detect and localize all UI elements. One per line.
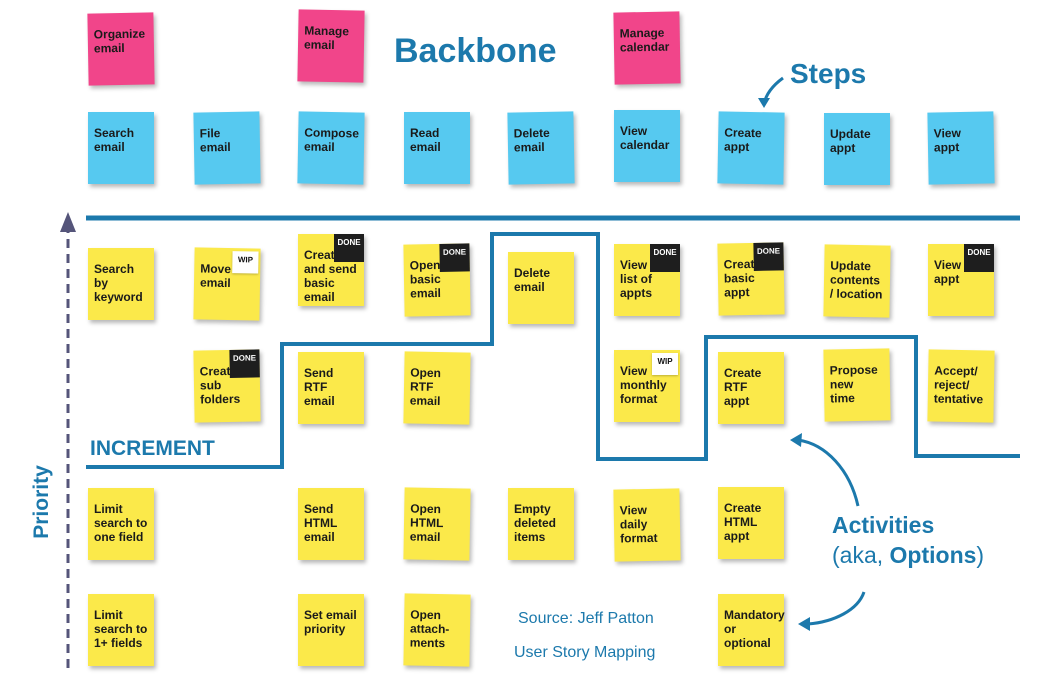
- sticky-note-search-by-keyword: Search by keyword: [88, 248, 154, 320]
- sticky-note-create-rtf-appt: Create RTF appt: [718, 352, 784, 424]
- sticky-note-open-html-email: Open HTML email: [403, 487, 471, 561]
- sticky-note-propose-new-time: Propose new time: [823, 348, 891, 422]
- sticky-note-text: Create HTML appt: [724, 501, 762, 543]
- wip-badge: WIP: [232, 251, 259, 274]
- sticky-note-set-email-priority: Set email priority: [298, 594, 364, 666]
- sticky-note-view-calendar: View calendar: [614, 110, 680, 182]
- sticky-note-manage-calendar: Manage calendar: [613, 11, 681, 85]
- sticky-note-open-attachments: Open attach- ments: [403, 593, 471, 667]
- sticky-note-text: Search by keyword: [94, 262, 143, 304]
- done-badge: DONE: [753, 242, 784, 271]
- sticky-note-open-rtf-email: Open RTF email: [403, 351, 471, 425]
- priority-arrowhead: [60, 212, 76, 232]
- sticky-note-search-email: Search email: [88, 112, 154, 184]
- priority-label: Priority: [30, 465, 53, 539]
- done-badge: DONE: [334, 234, 364, 262]
- sticky-note-text: Open basic email: [409, 257, 442, 301]
- sticky-note-text: View monthly format: [620, 364, 667, 406]
- sticky-note-text: Open RTF email: [409, 365, 442, 409]
- source-credit: Source: Jeff Patton: [518, 610, 654, 627]
- sticky-note-file-email: File email: [193, 111, 261, 185]
- sticky-note-organize-email: Organize email: [87, 12, 155, 86]
- sticky-note-empty-deleted-items: Empty deleted items: [508, 488, 574, 560]
- sticky-note-accept-reject-tentative: Accept/ reject/ tentative: [927, 349, 995, 423]
- sticky-note-text: Limit search to 1+ fields: [94, 608, 148, 650]
- sticky-note-text: Send HTML email: [304, 502, 338, 544]
- sticky-note-text: View list of appts: [620, 258, 653, 300]
- sticky-note-text: Limit search to one field: [94, 502, 148, 544]
- sticky-note-update-contents-location: Update contents / location: [823, 244, 891, 318]
- sticky-note-text: Open attach- ments: [409, 607, 450, 651]
- book-title: User Story Mapping: [514, 644, 656, 661]
- sticky-note-delete-email-task: Delete email: [508, 252, 574, 324]
- sticky-note-text: Accept/ reject/ tentative: [933, 363, 984, 407]
- sticky-note-text: Move email: [199, 261, 232, 291]
- steps-label: Steps: [790, 58, 867, 89]
- increment-label: INCREMENT: [90, 437, 215, 460]
- sticky-note-text: Delete email: [514, 266, 551, 294]
- sticky-note-text: Compose email: [303, 125, 360, 155]
- sticky-note-create-html-appt: Create HTML appt: [718, 487, 784, 559]
- sticky-note-text: Create and send basic email: [304, 248, 357, 304]
- sticky-note-text: Search email: [94, 126, 135, 154]
- sticky-note-text: View appt: [933, 126, 962, 155]
- sticky-note-text: Mandatory or optional: [724, 608, 785, 650]
- sticky-note-text: View calendar: [620, 124, 670, 152]
- sticky-note-text: View daily format: [619, 503, 658, 546]
- sticky-note-text: Open HTML email: [409, 501, 444, 545]
- sticky-note-send-rtf-email: Send RTF email: [298, 352, 364, 424]
- done-badge: DONE: [650, 244, 680, 272]
- sticky-note-text: View appt: [934, 258, 962, 286]
- sticky-note-text: Update appt: [830, 127, 871, 155]
- sticky-note-text: Create appt: [723, 125, 762, 154]
- activities-arrow-1: [797, 438, 860, 507]
- sticky-note-text: Delete email: [513, 125, 550, 155]
- sticky-note-text: Read email: [410, 126, 441, 154]
- wip-badge: WIP: [652, 353, 678, 375]
- sticky-note-view-appt: View appt: [927, 111, 995, 185]
- sticky-note-view-daily-format: View daily format: [613, 488, 681, 562]
- sticky-note-text: Set email priority: [304, 608, 357, 636]
- sticky-note-delete-email: Delete email: [507, 111, 575, 185]
- activities-line-1: Activities: [832, 512, 935, 538]
- sticky-note-create-appt: Create appt: [717, 111, 785, 185]
- activities-arrow-2: [807, 591, 866, 626]
- sticky-note-send-html-email: Send HTML email: [298, 488, 364, 560]
- sticky-note-text: Empty deleted items: [514, 502, 557, 544]
- sticky-note-text: Manage calendar: [619, 25, 670, 55]
- done-badge: DONE: [229, 349, 260, 378]
- sticky-note-update-appt: Update appt: [824, 113, 890, 185]
- sticky-note-text: Update contents / location: [829, 258, 883, 302]
- sticky-note-text: Manage email: [303, 23, 350, 53]
- backbone-title: Backbone: [394, 32, 557, 70]
- done-badge: DONE: [439, 243, 470, 272]
- sticky-note-text: Propose new time: [829, 362, 878, 406]
- sticky-note-compose-email: Compose email: [297, 111, 365, 185]
- done-badge: DONE: [964, 244, 994, 272]
- sticky-note-mandatory-or-optional: Mandatory or optional: [718, 594, 785, 666]
- activities-label: Activities (aka, Options): [832, 510, 984, 570]
- sticky-note-text: Create RTF appt: [724, 366, 762, 408]
- activities-line-2: (aka, Options): [832, 542, 985, 568]
- sticky-note-limit-search-to-one-field: Limit search to one field: [88, 488, 154, 560]
- sticky-note-text: Organize email: [93, 26, 146, 56]
- sticky-note-limit-search-to-1-plus-fields: Limit search to 1+ fields: [88, 594, 154, 666]
- increment-line: [86, 232, 1020, 469]
- sticky-note-text: Send RTF email: [304, 366, 335, 408]
- sticky-note-text: File email: [199, 126, 231, 155]
- sticky-note-manage-email: Manage email: [297, 9, 365, 83]
- sticky-note-read-email: Read email: [404, 112, 470, 184]
